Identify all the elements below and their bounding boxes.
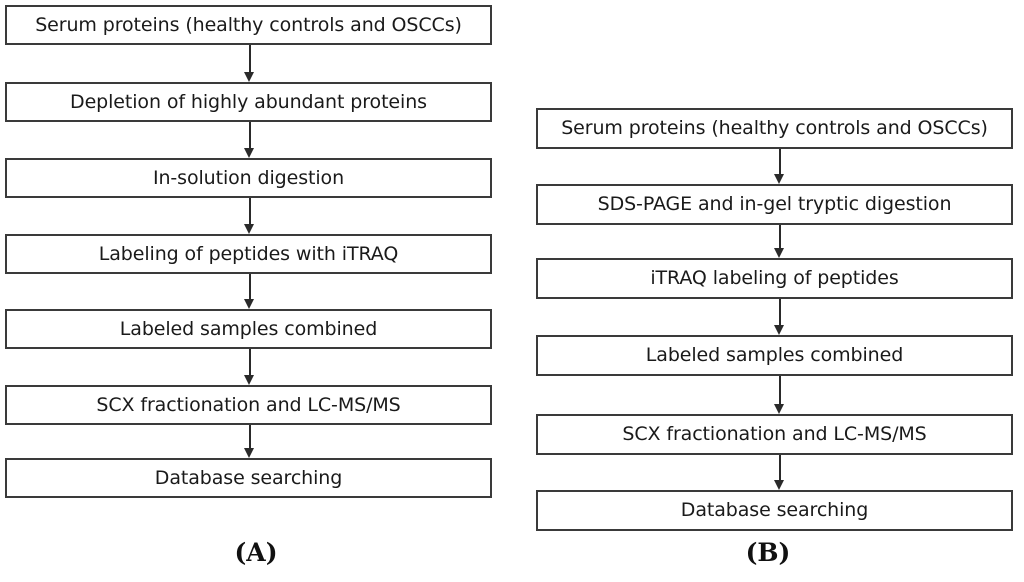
panel-b-step-3-label: iTRAQ labeling of peptides (650, 267, 899, 289)
panel-a-arrow-5 (244, 349, 255, 385)
panel-a-arrow-2 (244, 122, 255, 158)
panel-b-step-1-label: Serum proteins (healthy controls and OSC… (561, 117, 988, 139)
panel-a-step-7: Database searching (5, 458, 492, 498)
arrow-head-icon (244, 148, 254, 158)
arrow-head-icon (244, 448, 254, 458)
arrow-head-icon (774, 174, 784, 184)
panel-b: Serum proteins (healthy controls and OSC… (512, 0, 1024, 582)
arrow-stem (249, 45, 251, 72)
panel-b-step-6: Database searching (536, 490, 1013, 531)
panel-a-arrow-1 (244, 45, 255, 82)
panel-a-step-4: Labeling of peptides with iTRAQ (5, 234, 492, 274)
arrow-stem (779, 376, 781, 404)
panel-a-step-4-label: Labeling of peptides with iTRAQ (98, 242, 399, 265)
arrow-head-icon (774, 248, 784, 258)
panel-a-step-3-label: In-solution digestion (152, 166, 345, 189)
panel-a-step-1-label: Serum proteins (healthy controls and OSC… (35, 13, 462, 36)
panel-b-arrow-2 (774, 225, 785, 258)
panel-a-step-2: Depletion of highly abundant proteins (5, 82, 492, 122)
panel-b-arrow-4 (774, 376, 785, 414)
arrow-head-icon (774, 480, 784, 490)
panel-b-step-2-label: SDS-PAGE and in-gel tryptic digestion (597, 193, 952, 215)
arrow-stem (779, 455, 781, 480)
panel-b-step-2: SDS-PAGE and in-gel tryptic digestion (536, 184, 1013, 225)
panel-b-arrow-5 (774, 455, 785, 490)
panel-b-step-4-label: Labeled samples combined (645, 344, 904, 366)
panel-a-step-5: Labeled samples combined (5, 309, 492, 349)
panel-b-step-3: iTRAQ labeling of peptides (536, 258, 1013, 299)
panel-b-caption: (B) (745, 538, 791, 567)
arrow-head-icon (244, 72, 254, 82)
arrow-stem (249, 122, 251, 148)
panel-a-step-5-label: Labeled samples combined (119, 317, 378, 340)
panel-b-step-4: Labeled samples combined (536, 335, 1013, 376)
panel-b-arrow-3 (774, 299, 785, 335)
panel-a-step-6: SCX fractionation and LC-MS/MS (5, 385, 492, 425)
panel-b-step-5: SCX fractionation and LC-MS/MS (536, 414, 1013, 455)
panel-a-caption: (A) (234, 538, 278, 567)
panel-b-step-5-label: SCX fractionation and LC-MS/MS (622, 423, 927, 445)
arrow-stem (249, 425, 251, 448)
panel-b-step-1: Serum proteins (healthy controls and OSC… (536, 108, 1013, 149)
arrow-head-icon (244, 224, 254, 234)
arrow-stem (249, 349, 251, 375)
arrow-head-icon (244, 299, 254, 309)
panel-b-step-6-label: Database searching (680, 499, 869, 521)
arrow-stem (779, 149, 781, 174)
panel-a-arrow-3 (244, 198, 255, 234)
arrow-stem (779, 225, 781, 248)
arrow-head-icon (244, 375, 254, 385)
panel-a-step-6-label: SCX fractionation and LC-MS/MS (96, 393, 401, 416)
panel-a-arrow-4 (244, 274, 255, 309)
arrow-stem (249, 274, 251, 299)
panel-a: Serum proteins (healthy controls and OSC… (5, 5, 492, 567)
panel-a-arrow-6 (244, 425, 255, 458)
panel-a-step-2-label: Depletion of highly abundant proteins (70, 90, 427, 113)
panel-a-step-7-label: Database searching (154, 466, 343, 489)
panel-a-step-3: In-solution digestion (5, 158, 492, 198)
arrow-stem (249, 198, 251, 224)
panel-b-arrow-1 (774, 149, 785, 184)
arrow-stem (779, 299, 781, 325)
arrow-head-icon (774, 325, 784, 335)
arrow-head-icon (774, 404, 784, 414)
panel-a-step-1: Serum proteins (healthy controls and OSC… (5, 5, 492, 45)
